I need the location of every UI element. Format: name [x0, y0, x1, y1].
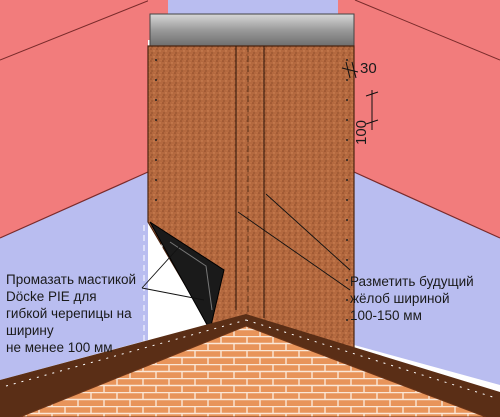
left-annotation-line-1: Промазать мастикой: [6, 272, 136, 287]
dim-100-tick-a: [365, 91, 379, 97]
ridge-dots-left: [5, 319, 247, 387]
left-annotation-line-3: гибкой черепицы на: [6, 306, 132, 321]
dim-30-text: 30: [360, 60, 377, 77]
dim-30-line: [341, 67, 359, 73]
dim-100-tick-b: [365, 119, 379, 125]
right-annotation-line-1: Разметить будущий: [350, 274, 474, 289]
foil-flap: [149, 221, 225, 332]
left-annotation: Промазать мастикой Döcke PIE для гибкой …: [6, 272, 136, 355]
left-annotation-line-4: ширину: [6, 323, 54, 338]
right-ridge-line: [354, 0, 500, 61]
left-annotation-line-2: Döcke PIE для: [6, 289, 97, 304]
right-leader-2: [265, 193, 351, 271]
brick-gable: [19, 325, 487, 417]
right-roof-slope: [354, 0, 500, 238]
right-annotation: Разметить будущий жёлоб шириной 100-150 …: [350, 274, 474, 323]
right-leader-1: [237, 211, 351, 291]
dim-30-tick-b: [351, 61, 357, 79]
left-roof-slope: [0, 0, 148, 238]
dim-30-tick-a: [345, 61, 351, 79]
left-leader-1: [141, 287, 205, 301]
left-slope-edge: [0, 171, 149, 239]
left-annotation-line-5: не менее 100 мм: [6, 340, 113, 355]
right-annotation-line-2: жёлоб шириной: [350, 291, 449, 306]
dim-100-text: 100: [353, 120, 370, 145]
foil-highlight: [169, 241, 213, 311]
chimney-cap: [149, 13, 355, 47]
left-ridge-line: [0, 0, 151, 61]
right-slope-edge: [353, 171, 500, 239]
nail-dots: [155, 59, 348, 321]
right-annotation-line-3: 100-150 мм: [350, 308, 422, 323]
left-leader-2: [141, 245, 181, 289]
